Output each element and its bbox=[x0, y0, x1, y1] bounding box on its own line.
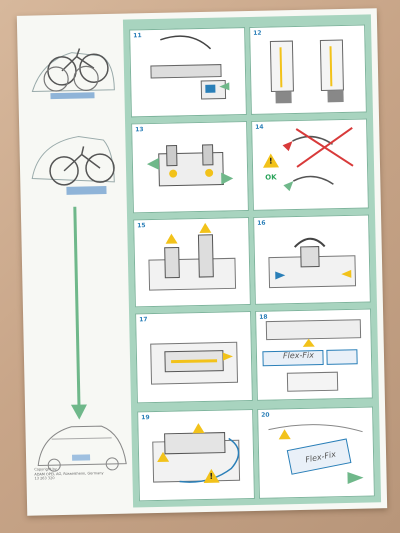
step-11-illustration bbox=[150, 35, 230, 100]
step-20: 20 Flex-Fix bbox=[257, 406, 375, 499]
copyright-note: Copyright by ADAM OPEL AG, Rüsselsheim, … bbox=[34, 466, 114, 481]
warning-icon: ! bbox=[203, 468, 220, 484]
step-13: 13 bbox=[131, 121, 249, 214]
car-with-single-bike-illustration bbox=[31, 136, 115, 195]
step-18-illustration bbox=[262, 319, 362, 392]
step-12: 12 bbox=[249, 24, 367, 115]
warning-icon: ! bbox=[262, 153, 280, 168]
ok-label: OK bbox=[265, 173, 277, 182]
overview-column: Copyright by ADAM OPEL AG, Rüsselsheim, … bbox=[17, 14, 133, 516]
step-14: 14 ! OK bbox=[251, 118, 369, 211]
car-rear-illustration bbox=[37, 425, 127, 472]
step-16-illustration bbox=[268, 237, 357, 289]
step-18: 18 Flex-Fix bbox=[255, 308, 373, 401]
car-with-bikes-illustration bbox=[31, 48, 115, 100]
step-19-illustration bbox=[152, 423, 241, 483]
copyright-line: 13 263 320 bbox=[34, 476, 55, 481]
warning-symbol: ! bbox=[268, 156, 273, 166]
step-14-illustration bbox=[282, 127, 354, 192]
step-15: 15 bbox=[133, 217, 251, 308]
step-13-illustration bbox=[146, 144, 234, 187]
warning-symbol: ! bbox=[209, 471, 214, 481]
step-17-illustration bbox=[150, 341, 239, 385]
step-19: 19 ! bbox=[137, 408, 255, 502]
plate-label: Flex-Fix bbox=[282, 350, 315, 361]
instruction-sheet: Copyright by ADAM OPEL AG, Rüsselsheim, … bbox=[16, 8, 388, 516]
step-20-illustration bbox=[268, 424, 364, 484]
down-arrow-icon bbox=[70, 206, 87, 420]
step-15-illustration bbox=[148, 222, 237, 291]
steps-panel: 11 12 13 bbox=[122, 14, 382, 508]
step-16: 16 bbox=[253, 214, 371, 305]
step-12-illustration bbox=[269, 39, 344, 104]
step-11: 11 bbox=[129, 27, 247, 118]
step-17: 17 bbox=[135, 310, 253, 404]
